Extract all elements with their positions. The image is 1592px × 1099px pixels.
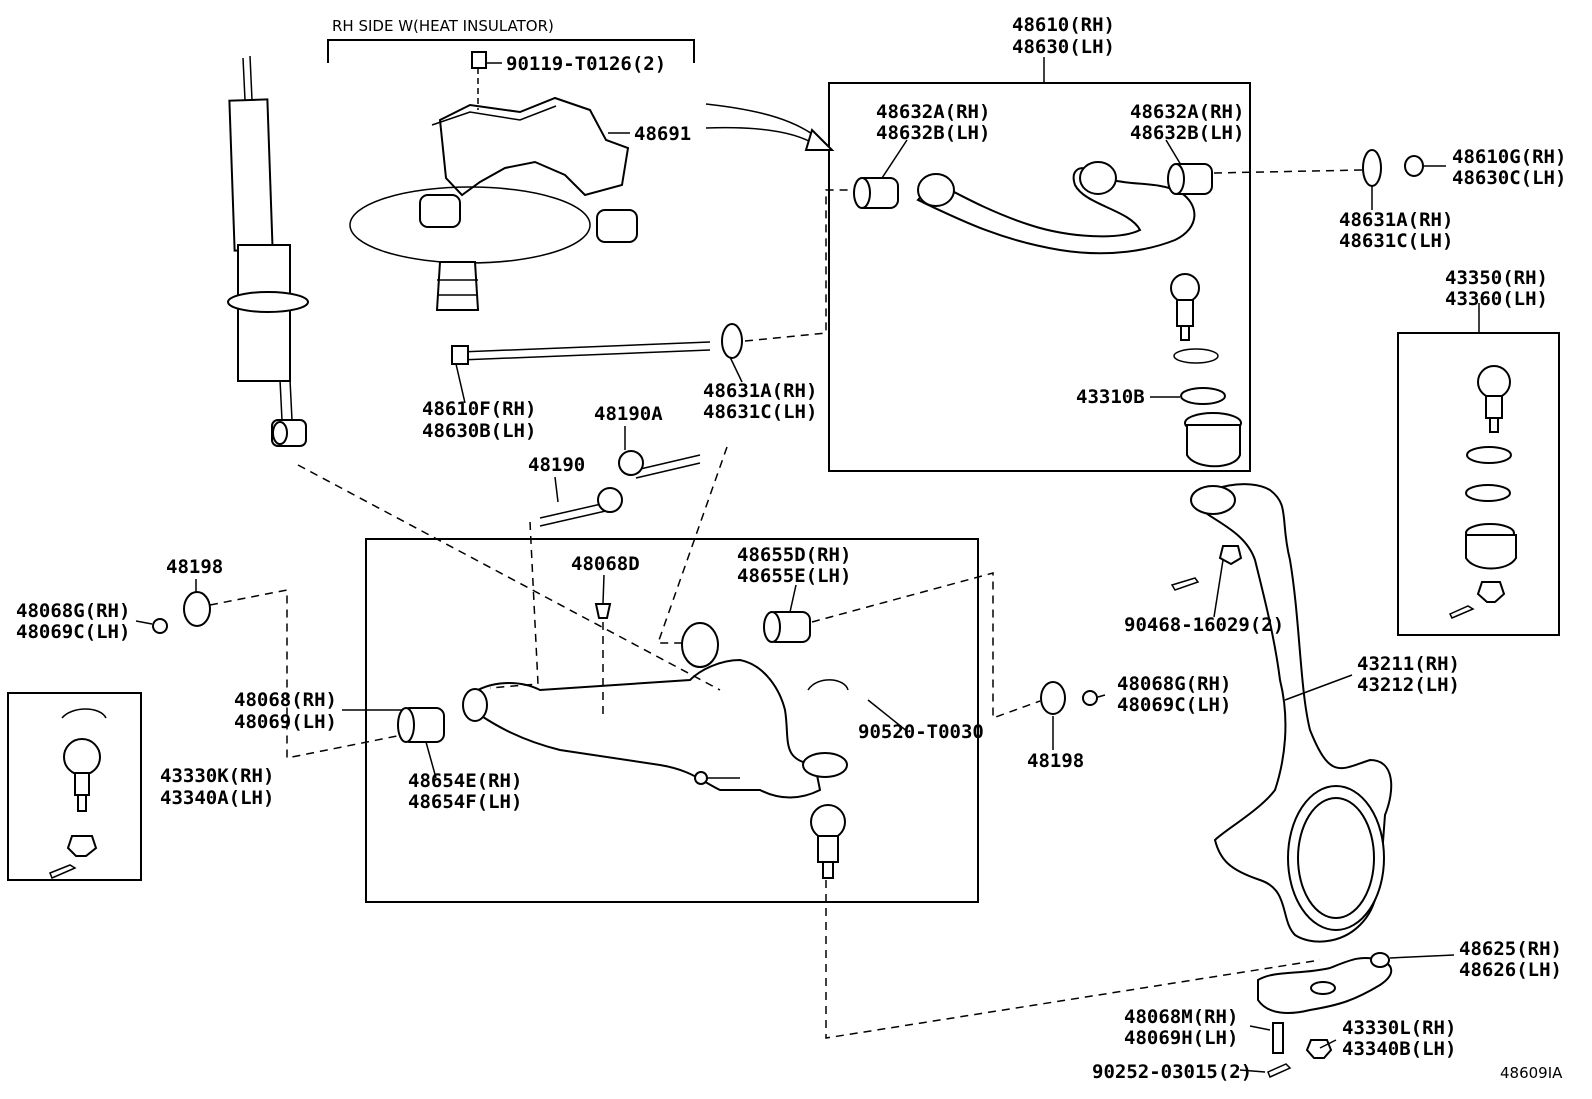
guide-front-bush: [811, 572, 1041, 720]
label-bumper-48068D: 48068D: [571, 553, 640, 575]
cam-bolt-lower: [539, 487, 623, 527]
label-washer-upper-left-rh: 48631A(RH): [703, 380, 817, 402]
label-nut-lower-right-lh: 48069C(LH): [1117, 694, 1231, 716]
heat-insulator-bracket: [327, 39, 695, 63]
label-bush-right-rh: 48632A(RH): [1130, 101, 1244, 123]
shock-absorber: [227, 55, 309, 447]
label-nut-upper-lh: 48630C(LH): [1452, 167, 1566, 189]
label-ring-43310B: 43310B: [1076, 386, 1145, 408]
label-cam-plate-right: 48198: [1027, 750, 1084, 772]
guide-ball-joint-to-stopper: [825, 880, 1321, 1039]
label-bush-lower-front-lh: 48655E(LH): [737, 565, 851, 587]
label-bush-lower-rear-lh: 48654F(LH): [408, 791, 522, 813]
label-ball-joint-upper-lh: 43360(LH): [1445, 288, 1548, 310]
knuckle-stopper: [1257, 952, 1393, 1079]
upper-arm: [916, 161, 1196, 255]
label-upper-arm-lh: 48630(LH): [1012, 36, 1115, 58]
label-bush-right-lh: 48632B(LH): [1130, 122, 1244, 144]
guide-shock-to-lower-arm: [297, 464, 721, 691]
label-bush-lower-front-rh: 48655D(RH): [737, 544, 851, 566]
label-knuckle-rh: 43211(RH): [1357, 653, 1460, 675]
lower-ball-joint-box: [7, 692, 142, 881]
label-washer-upper-left-lh: 48631C(LH): [703, 401, 817, 423]
label-stopper-lh: 48626(LH): [1459, 959, 1562, 981]
upper-arm-bush-right: [1167, 163, 1213, 195]
arrow-to-upper-arm-2: [705, 126, 817, 146]
label-bolt-90119: 90119-T0126(2): [506, 53, 666, 75]
cam-bolt-upper: [618, 450, 701, 479]
guide-cam-bolt-lower: [489, 521, 539, 689]
label-bolt-stopper-lh: 48069H(LH): [1124, 1027, 1238, 1049]
guide-bush-to-washer: [1213, 169, 1363, 174]
lower-arm-bush-rear: [397, 707, 445, 743]
cam-plate-right: [1040, 681, 1098, 715]
label-cotter-pin: 90252-03015(2): [1092, 1061, 1252, 1083]
bump-stopper: [594, 603, 612, 619]
label-cam-bolt-48190A: 48190A: [594, 403, 663, 425]
upper-washer-nut: [1362, 149, 1424, 187]
heat-insulator-note: RH SIDE W(HEAT INSULATOR): [332, 17, 554, 35]
label-insulator-48691: 48691: [634, 123, 691, 145]
label-nut-lower-left-rh: 48068G(RH): [16, 600, 130, 622]
label-lower-arm-lh: 48069(LH): [234, 711, 337, 733]
label-bush-left-lh: 48632B(LH): [876, 122, 990, 144]
upper-arm-ball-joint: [1170, 273, 1242, 468]
lower-arm-ball-joint: [810, 804, 846, 879]
upper-arm-bush-left: [853, 177, 899, 209]
label-upper-arm-rh: 48610(RH): [1012, 14, 1115, 36]
label-nut-stopper-rh: 43330L(RH): [1342, 1017, 1456, 1039]
label-nut-stopper-lh: 43340B(LH): [1342, 1038, 1456, 1060]
label-lower-arm-rh: 48068(RH): [234, 689, 337, 711]
arrow-head: [804, 128, 835, 151]
label-clip-90468: 90468-16029(2): [1124, 614, 1284, 636]
label-bush-left-rh: 48632A(RH): [876, 101, 990, 123]
diagram-id: 48609IA: [1500, 1064, 1563, 1082]
label-snap-ring: 90520-T0030: [858, 721, 984, 743]
label-bolt-upper-lh: 48630B(LH): [422, 420, 536, 442]
upper-ball-joint-kit: [1448, 365, 1517, 619]
lower-arm: [462, 622, 848, 799]
snap-ring: [807, 679, 849, 691]
label-cam-bolt-48190: 48190: [528, 454, 585, 476]
upper-arm-box: [828, 82, 1251, 472]
upper-arm-bolt: [451, 323, 743, 365]
label-ball-joint-lower-rh: 43330K(RH): [160, 765, 274, 787]
label-nut-lower-right-rh: 48068G(RH): [1117, 673, 1231, 695]
label-bolt-upper-rh: 48610F(RH): [422, 398, 536, 420]
steering-knuckle: [1170, 483, 1393, 943]
heat-insulator: [349, 51, 638, 311]
guide-cam-bolt-upper: [656, 446, 728, 644]
guide-upper-bolt-to-arm: [744, 189, 854, 342]
leader-lines: [135, 57, 1480, 1073]
label-bolt-stopper-rh: 48068M(RH): [1124, 1006, 1238, 1028]
label-nut-upper-rh: 48610G(RH): [1452, 146, 1566, 168]
lower-arm-bush-front: [763, 611, 811, 643]
label-knuckle-lh: 43212(LH): [1357, 674, 1460, 696]
label-ball-joint-upper-rh: 43350(RH): [1445, 267, 1548, 289]
label-ball-joint-lower-lh: 43340A(LH): [160, 787, 274, 809]
label-washer-upper-right-lh: 48631C(LH): [1339, 230, 1453, 252]
label-washer-upper-right-rh: 48631A(RH): [1339, 209, 1453, 231]
label-stopper-rh: 48625(RH): [1459, 938, 1562, 960]
label-bush-lower-rear-rh: 48654E(RH): [408, 770, 522, 792]
lower-arm-box: [365, 538, 979, 903]
cam-plate-left: [152, 591, 211, 634]
lower-ball-joint-kit: [49, 708, 107, 879]
label-cam-plate-left: 48198: [166, 556, 223, 578]
label-nut-lower-left-lh: 48069C(LH): [16, 621, 130, 643]
arrow-to-upper-arm: [705, 103, 827, 146]
